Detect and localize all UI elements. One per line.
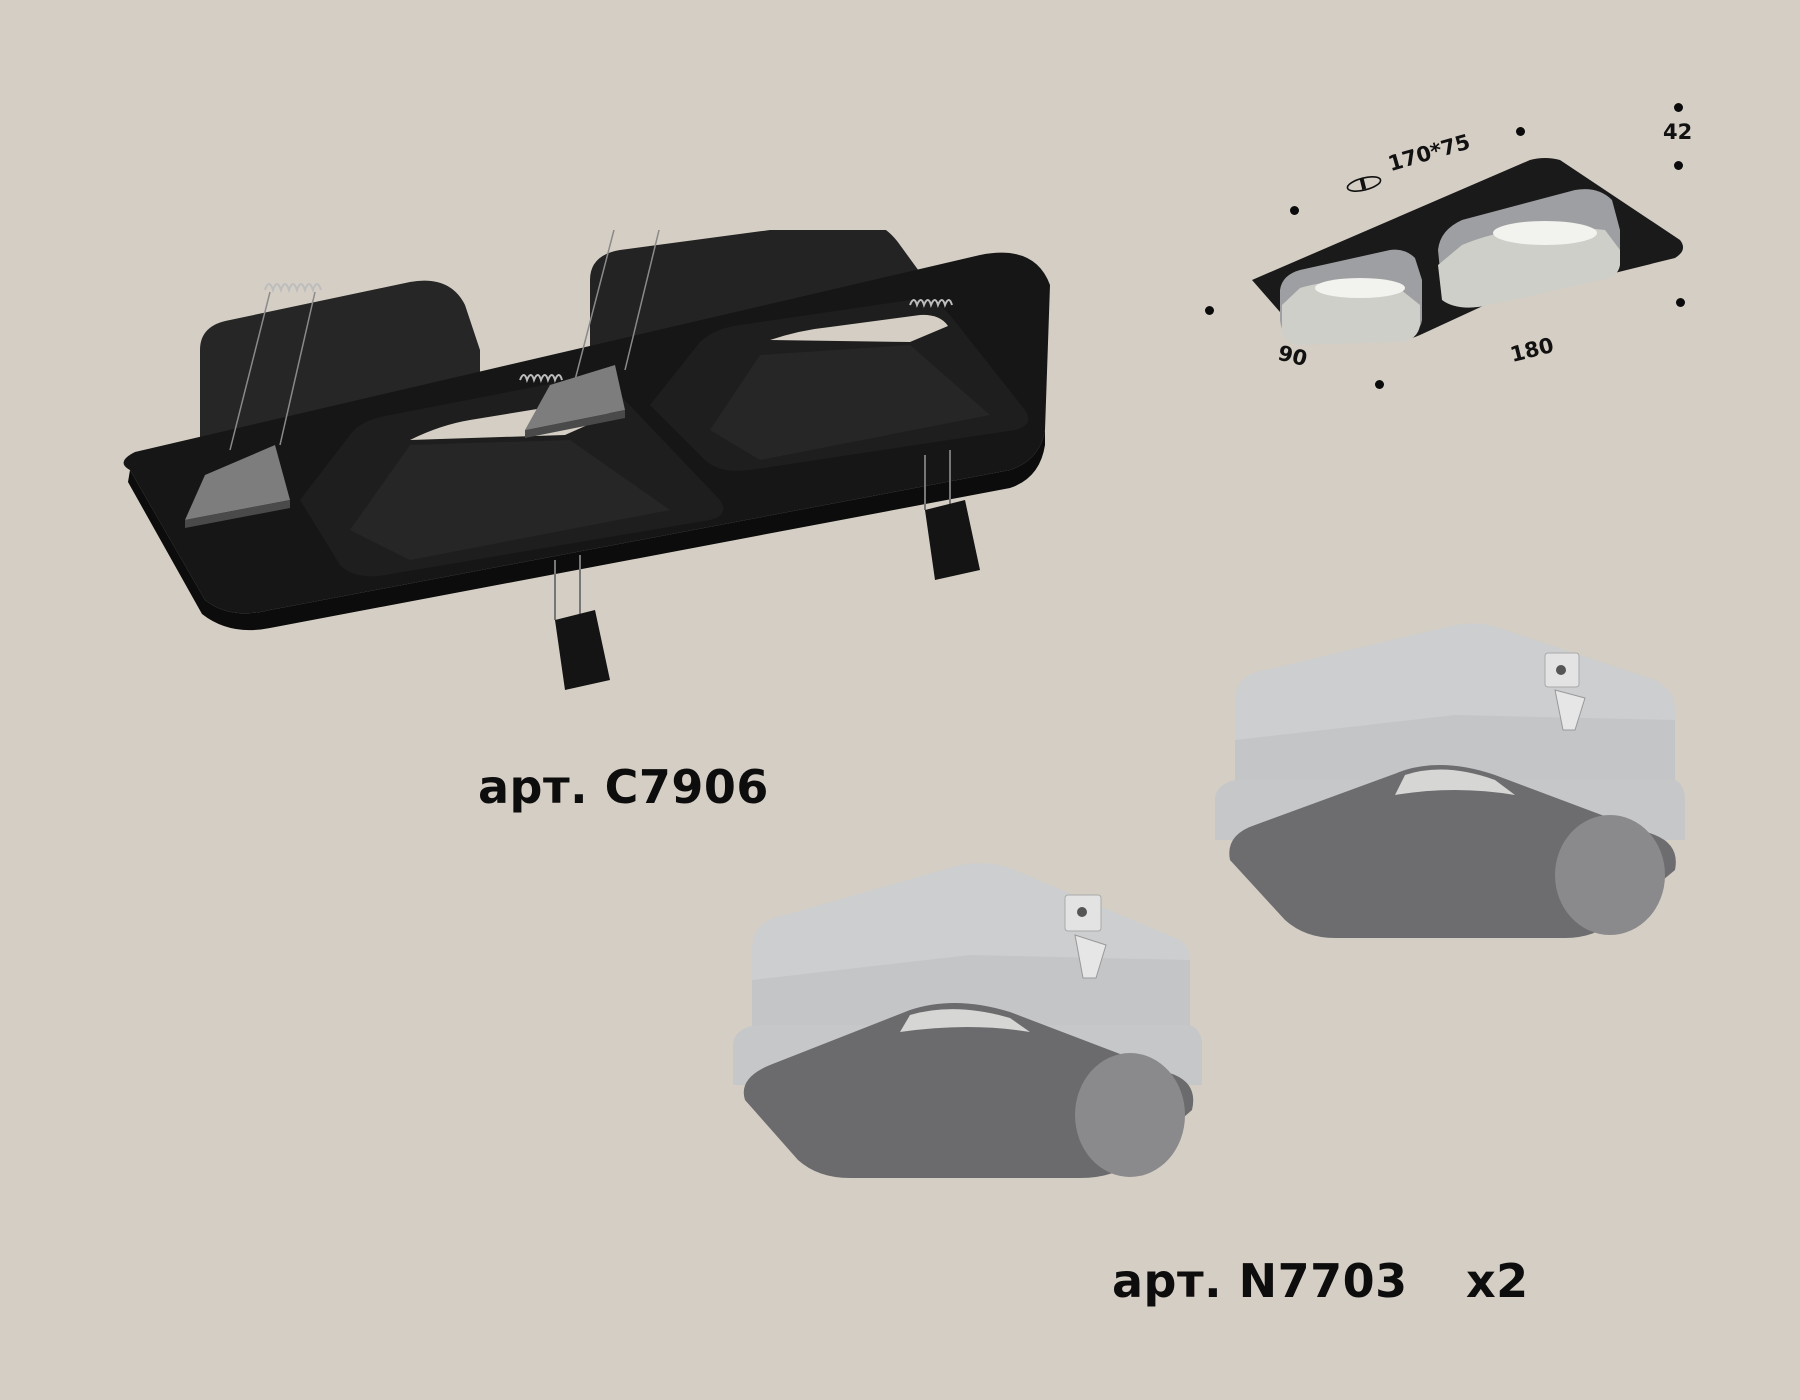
dimension-marker-dot [1674, 161, 1683, 170]
cutout-icon [1344, 172, 1385, 197]
product-image-housing-n7703-1 [1215, 620, 1685, 950]
dimension-marker-dot [1676, 298, 1685, 307]
square-housing-illustration [733, 863, 1202, 1178]
dimension-marker-dot [1516, 127, 1525, 136]
square-housing-illustration [1215, 623, 1685, 938]
assembled-fixture-illustration [1252, 158, 1684, 345]
height-dimension-label: 42 [1663, 120, 1693, 144]
article-label-c7906: арт. C7906 [478, 760, 769, 814]
article-label-n7703: арт. N7703 [1112, 1254, 1408, 1308]
dimension-marker-dot [1375, 380, 1384, 389]
product-image-frame-c7906 [110, 230, 1190, 710]
quantity-label: x2 [1466, 1254, 1529, 1308]
dimension-marker-dot [1290, 206, 1299, 215]
dimension-marker-dot [1674, 103, 1683, 112]
product-image-housing-n7703-2 [730, 860, 1210, 1180]
double-frame-illustration [123, 230, 1051, 690]
dimension-diagram: 170*75 42 90 180 [1200, 90, 1700, 420]
dimension-marker-dot [1205, 306, 1214, 315]
